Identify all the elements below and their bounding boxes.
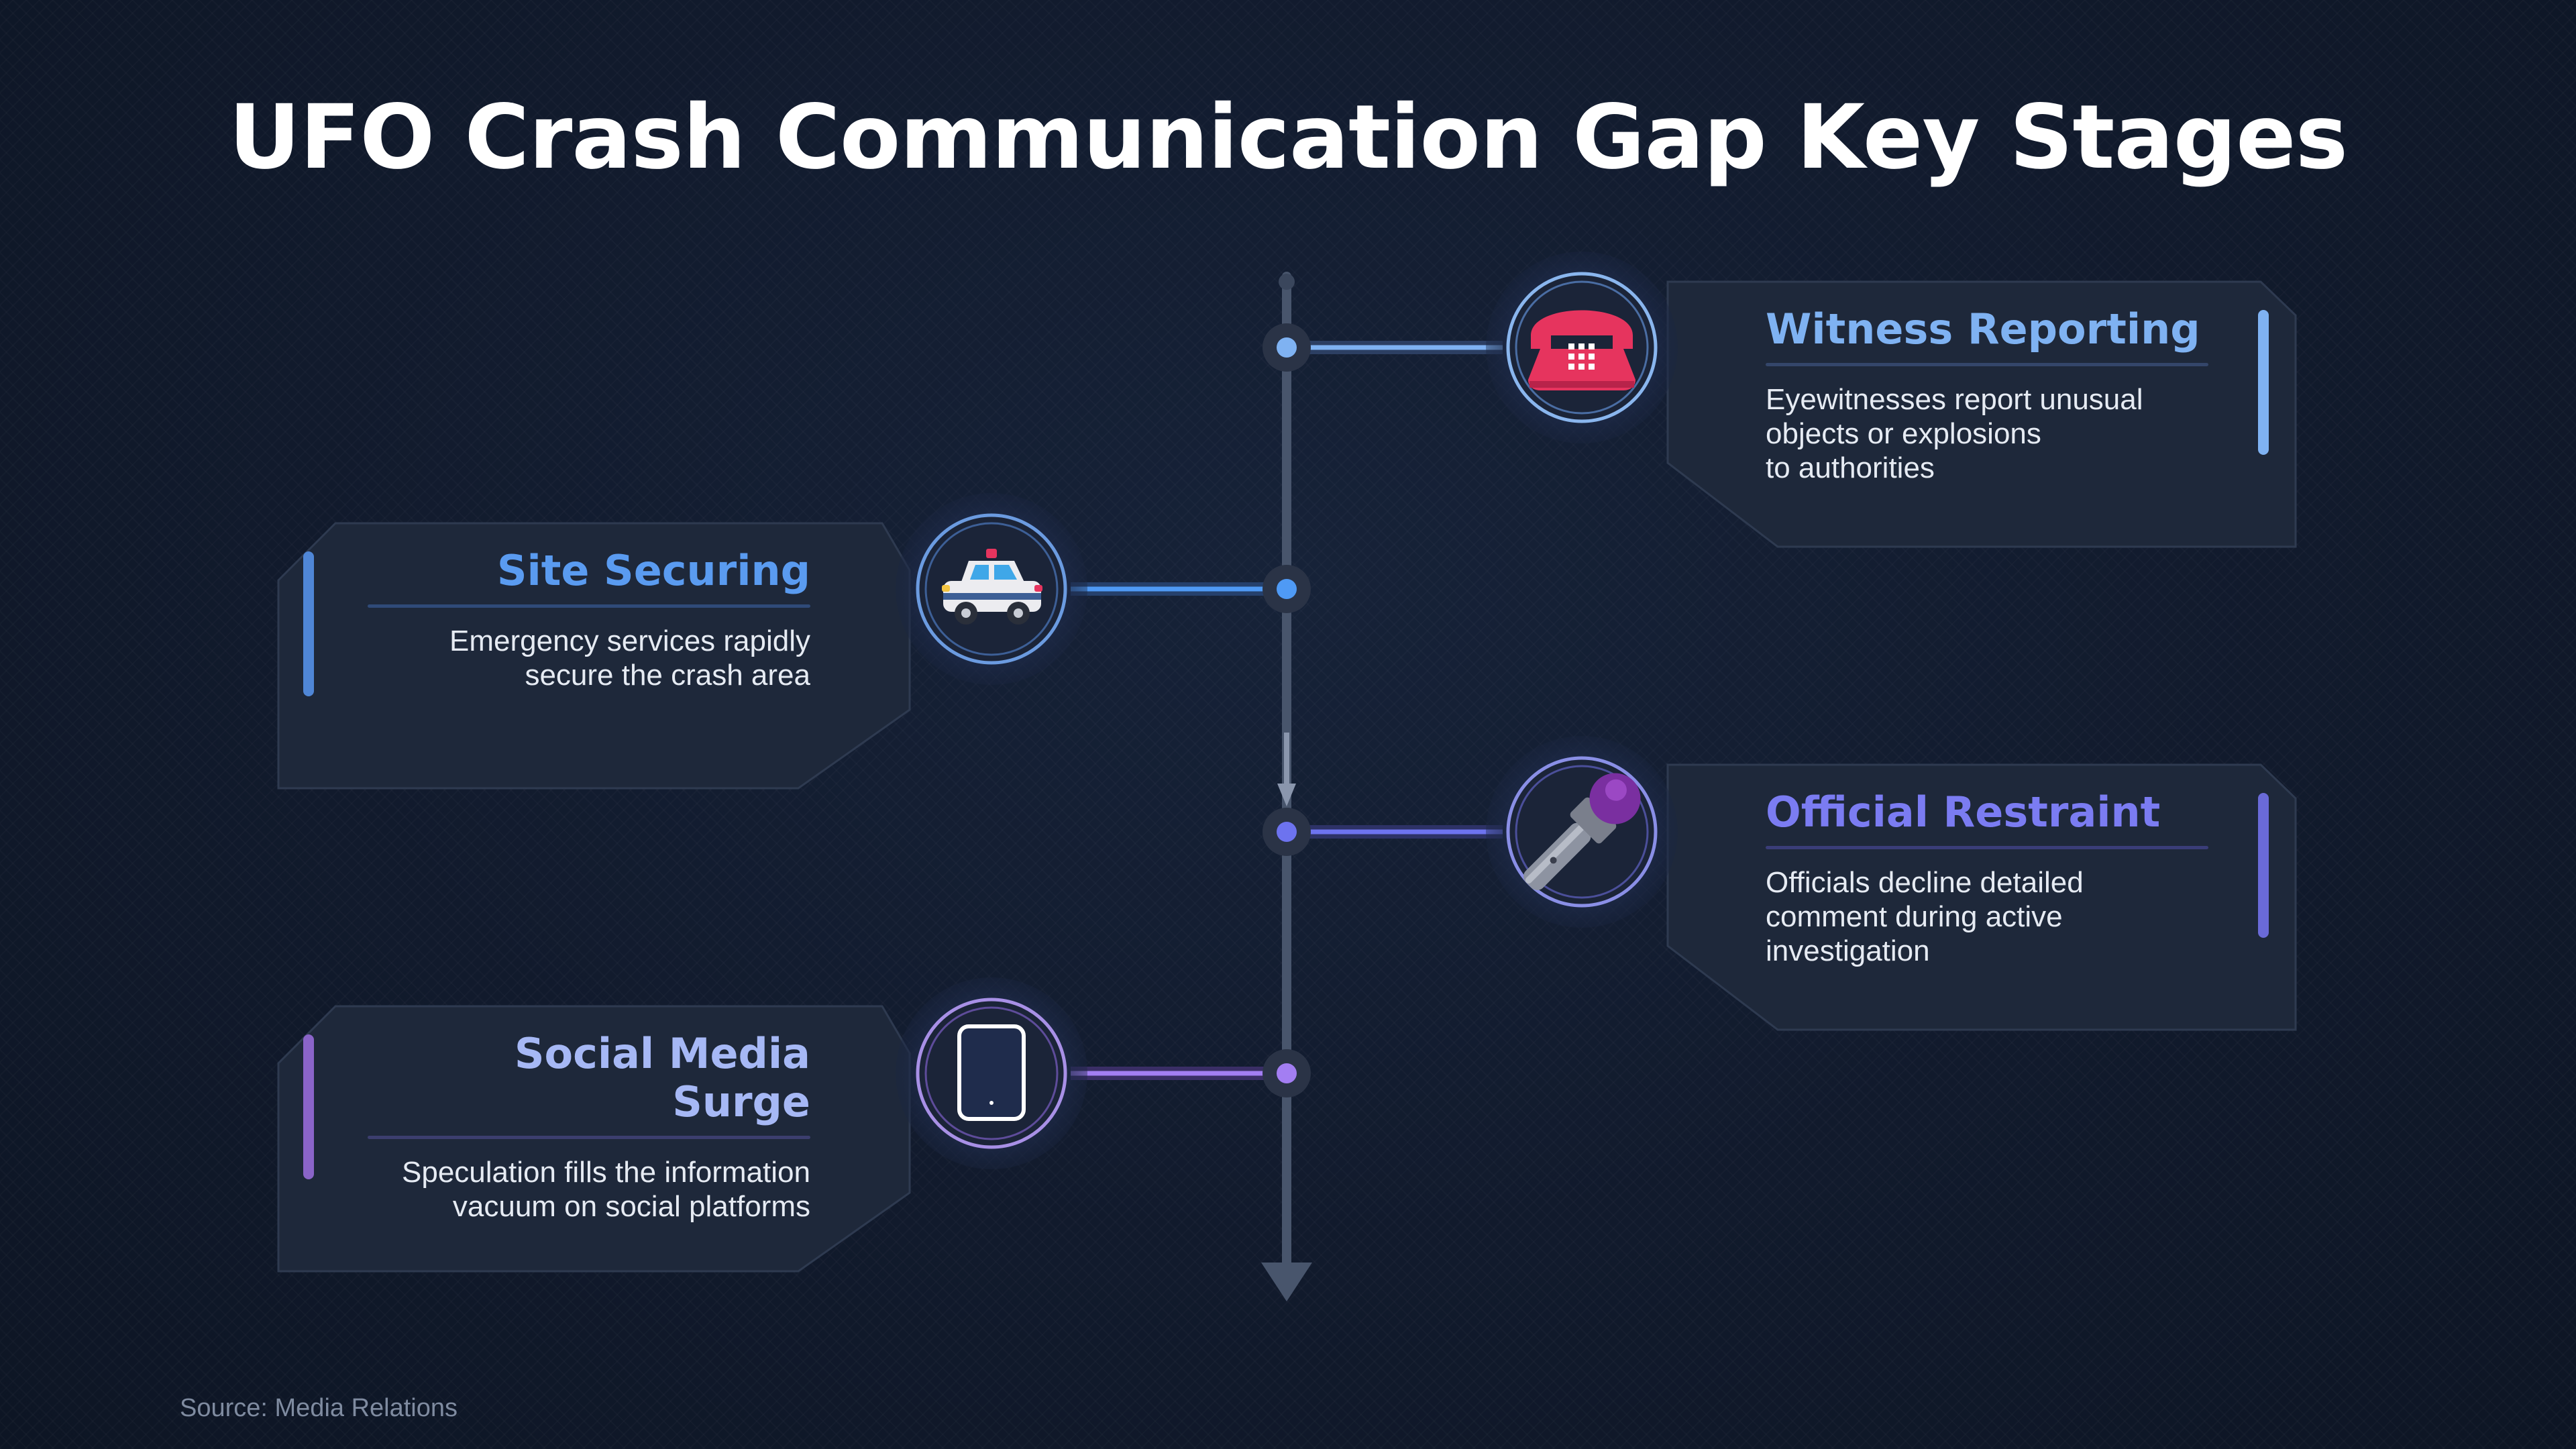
stage-card-site-securing: [277, 522, 911, 790]
stage-social-media-surge: Social Media Surge Speculation fills the…: [368, 1030, 810, 1224]
stage-site-securing: Site Securing Emergency services rapidly…: [368, 547, 810, 692]
stage-official-restraint: Official Restraint Officials decline det…: [1766, 788, 2208, 968]
stage-title: Site Securing: [496, 546, 810, 595]
source-note: Source: Media Relations: [180, 1394, 458, 1422]
stage-card-witness-reporting: [1666, 280, 2297, 548]
stage-divider: [368, 1136, 810, 1139]
stage-description: Eyewitnesses report unusual objects or e…: [1766, 383, 2143, 484]
stage-title: Witness Reporting: [1766, 305, 2200, 354]
telephone-icon: [1486, 252, 1678, 443]
stage-card-official-restraint: [1666, 763, 2297, 1031]
connector-official-restraint: [1263, 808, 1503, 856]
stage-witness-reporting: Witness Reporting Eyewitnesses report un…: [1766, 305, 2208, 485]
stage-divider: [368, 604, 810, 608]
timeline-spine: [1261, 272, 1312, 1301]
stage-title: Official Restraint: [1766, 788, 2161, 837]
stage-description: Officials decline detailed comment durin…: [1766, 866, 2084, 967]
stage-description: Speculation fills the information vacuum…: [402, 1156, 810, 1223]
stage-description: Emergency services rapidly secure the cr…: [449, 625, 810, 692]
mobile-phone-icon: [896, 977, 1087, 1169]
stage-divider: [1766, 363, 2208, 366]
connector-witness-reporting: [1263, 323, 1503, 372]
connector-site-securing: [1071, 565, 1311, 613]
microphone-icon: [1486, 736, 1678, 928]
connector-social-media-surge: [1071, 1049, 1311, 1097]
police-car-icon: [896, 493, 1087, 685]
stage-title: Social Media Surge: [514, 1029, 810, 1126]
page-title: UFO Crash Communication Gap Key Stages: [228, 86, 2348, 189]
stage-divider: [1766, 846, 2208, 849]
